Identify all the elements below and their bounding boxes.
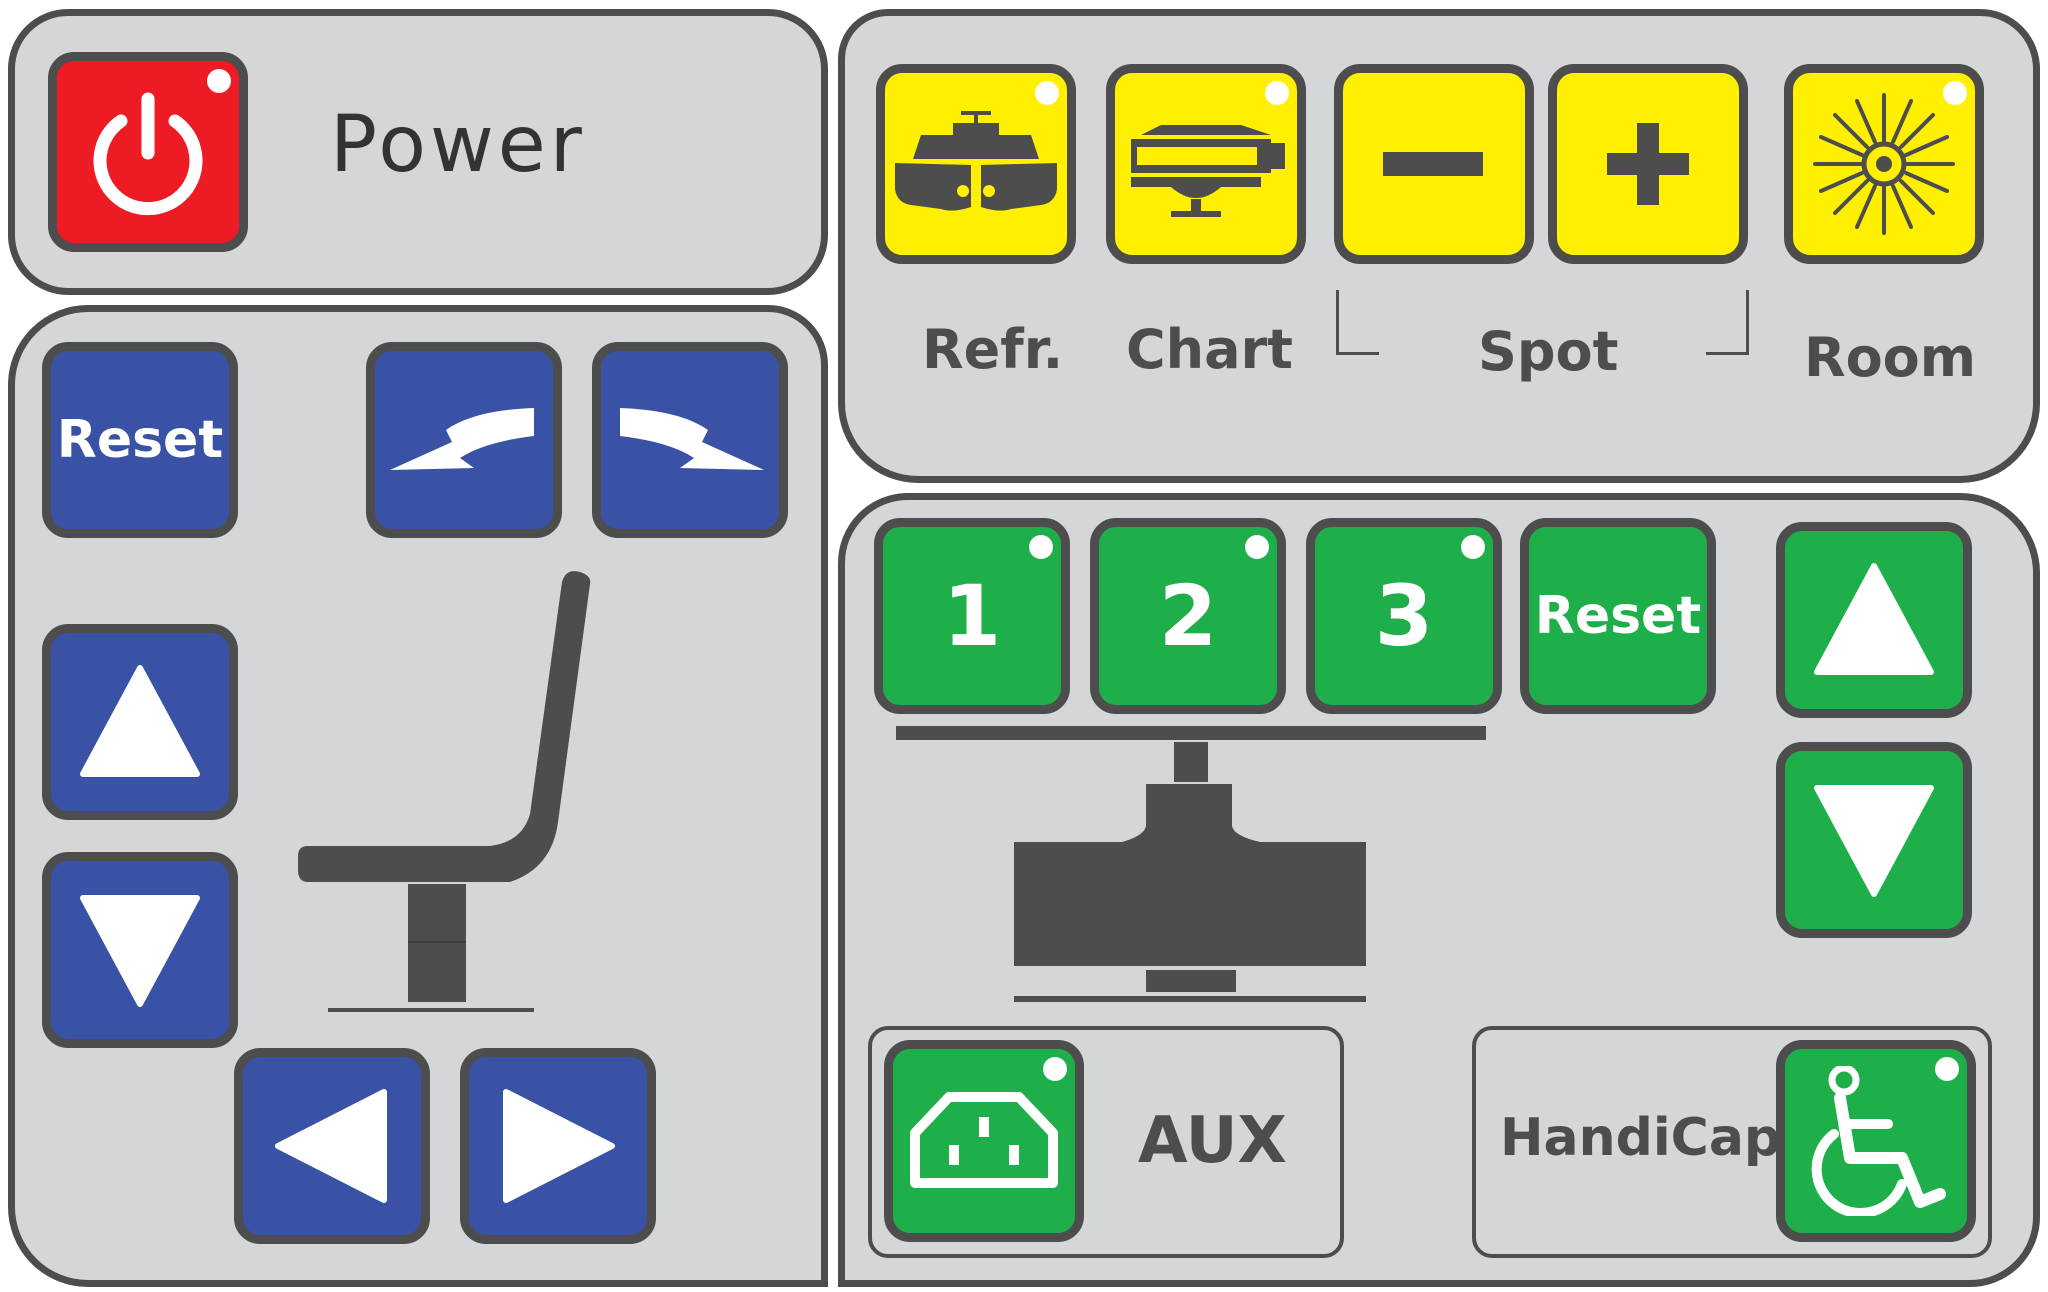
- right-arrow-icon: [503, 1089, 615, 1203]
- preset-3-button[interactable]: 3: [1306, 518, 1502, 714]
- chart-label: Chart: [1126, 318, 1293, 381]
- preset-2-button[interactable]: 2: [1090, 518, 1286, 714]
- tilt-forward-arrow-icon: [620, 408, 764, 470]
- chair-up-button[interactable]: [42, 624, 238, 820]
- table-up-button[interactable]: [1776, 522, 1972, 718]
- chair-right-button[interactable]: [460, 1048, 656, 1244]
- table-reset-label: Reset: [1534, 586, 1702, 646]
- spot-decrease-button[interactable]: [1334, 64, 1534, 264]
- spot-increase-button[interactable]: [1548, 64, 1748, 264]
- chair-reset-button[interactable]: Reset: [42, 342, 238, 538]
- handicap-button[interactable]: [1776, 1040, 1976, 1242]
- left-arrow-icon: [275, 1089, 387, 1203]
- aux-button[interactable]: [884, 1040, 1084, 1242]
- chair-tilt-forward-button[interactable]: [592, 342, 788, 538]
- room-label: Room: [1804, 326, 1977, 389]
- refr-label: Refr.: [922, 318, 1064, 381]
- preset-2-indicator-light: [1245, 535, 1269, 559]
- plus-icon: [1607, 123, 1689, 205]
- handicap-label: HandiCap: [1500, 1108, 1782, 1168]
- power-icon: [93, 92, 203, 216]
- preset-1-label: 1: [942, 567, 1002, 665]
- aux-indicator-light: [1043, 1057, 1067, 1081]
- sun-icon: [1813, 93, 1955, 235]
- down-arrow-icon: [1814, 785, 1934, 897]
- handicap-group: [1472, 1026, 1992, 1258]
- spot-label: Spot: [1478, 320, 1619, 383]
- chair-tilt-back-button[interactable]: [366, 342, 562, 538]
- table-down-button[interactable]: [1776, 742, 1972, 938]
- preset-1-indicator-light: [1029, 535, 1053, 559]
- table-stand-icon: [896, 726, 1486, 1002]
- chair-icon: [298, 571, 591, 1012]
- chair-left-button[interactable]: [234, 1048, 430, 1244]
- refractor-button[interactable]: [876, 64, 1076, 264]
- chart-button[interactable]: [1106, 64, 1306, 264]
- room-indicator-light: [1943, 81, 1967, 105]
- chair-down-button[interactable]: [42, 852, 238, 1048]
- power-button[interactable]: [48, 52, 248, 252]
- preset-3-label: 3: [1374, 567, 1434, 665]
- spot-bracket-right: [1706, 290, 1749, 355]
- handicap-indicator-light: [1935, 1057, 1959, 1081]
- up-arrow-icon: [1814, 563, 1934, 675]
- spot-bracket-left: [1336, 290, 1379, 355]
- refractor-indicator-light: [1035, 81, 1059, 105]
- aux-label: AUX: [1138, 1104, 1287, 1178]
- minus-icon: [1383, 152, 1483, 176]
- preset-1-button[interactable]: 1: [874, 518, 1070, 714]
- wheelchair-icon: [1811, 1066, 1946, 1216]
- room-light-button[interactable]: [1784, 64, 1984, 264]
- power-label: Power: [330, 100, 586, 190]
- aux-group: [868, 1026, 1344, 1258]
- power-indicator-light: [207, 69, 231, 93]
- tilt-back-arrow-icon: [390, 408, 534, 470]
- table-reset-button[interactable]: Reset: [1520, 518, 1716, 714]
- down-arrow-icon: [80, 895, 200, 1007]
- up-arrow-icon: [80, 665, 200, 777]
- preset-2-label: 2: [1158, 567, 1218, 665]
- refractor-icon: [895, 111, 1057, 211]
- preset-3-indicator-light: [1461, 535, 1485, 559]
- chart-projector-icon: [1131, 125, 1285, 217]
- power-outlet-icon: [910, 1092, 1058, 1188]
- chart-indicator-light: [1265, 81, 1289, 105]
- chair-reset-label: Reset: [56, 410, 224, 470]
